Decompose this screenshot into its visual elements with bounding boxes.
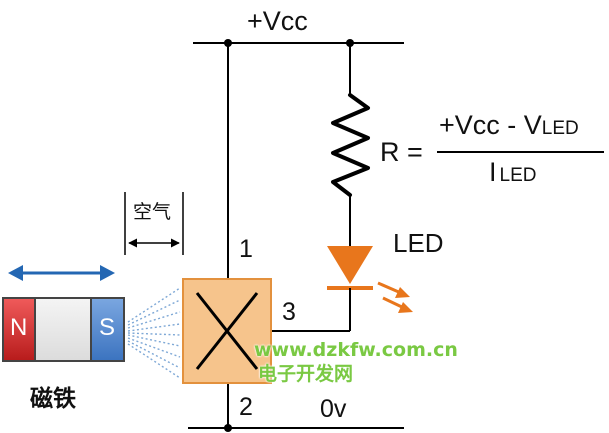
formula-numerator-sub: LED: [541, 118, 579, 139]
magnetic-field-lines: [127, 287, 181, 379]
pin3-label: 3: [282, 298, 296, 326]
magnet-body: [36, 299, 90, 360]
sensor-x-line-b: [195, 292, 259, 370]
hall-sensor: [182, 278, 272, 384]
led-label: LED: [393, 228, 444, 258]
watermark-url: www.dzkfw.com.cn: [254, 339, 458, 361]
magnet-north-label: N: [10, 314, 28, 341]
magnet-south-label: S: [99, 314, 116, 341]
pin1-label: 1: [239, 235, 253, 263]
formula-denominator-sub: LED: [499, 165, 537, 186]
magnet-north: [4, 299, 34, 360]
air-gap-label: 空气: [133, 201, 172, 223]
formula-denominator-text: I: [489, 157, 497, 187]
led-diode: [327, 246, 373, 284]
magnet-south: [92, 299, 123, 360]
watermark-name: 电子开发网: [258, 363, 354, 385]
ground-label: 0v: [320, 395, 347, 423]
magnet-label: 磁铁: [30, 386, 76, 412]
vcc-label: +Vcc: [247, 6, 308, 36]
formula-numerator: +Vcc - VLED: [439, 112, 579, 139]
magnet-motion-arrow: [8, 265, 115, 281]
resistor: [331, 93, 370, 197]
formula-numerator-text: +Vcc - V: [439, 110, 542, 140]
led-light-arrows: [377, 281, 413, 313]
resistor-formula-label: R =: [380, 137, 423, 167]
magnet: [2, 297, 125, 362]
pin2-label: 2: [239, 393, 253, 421]
